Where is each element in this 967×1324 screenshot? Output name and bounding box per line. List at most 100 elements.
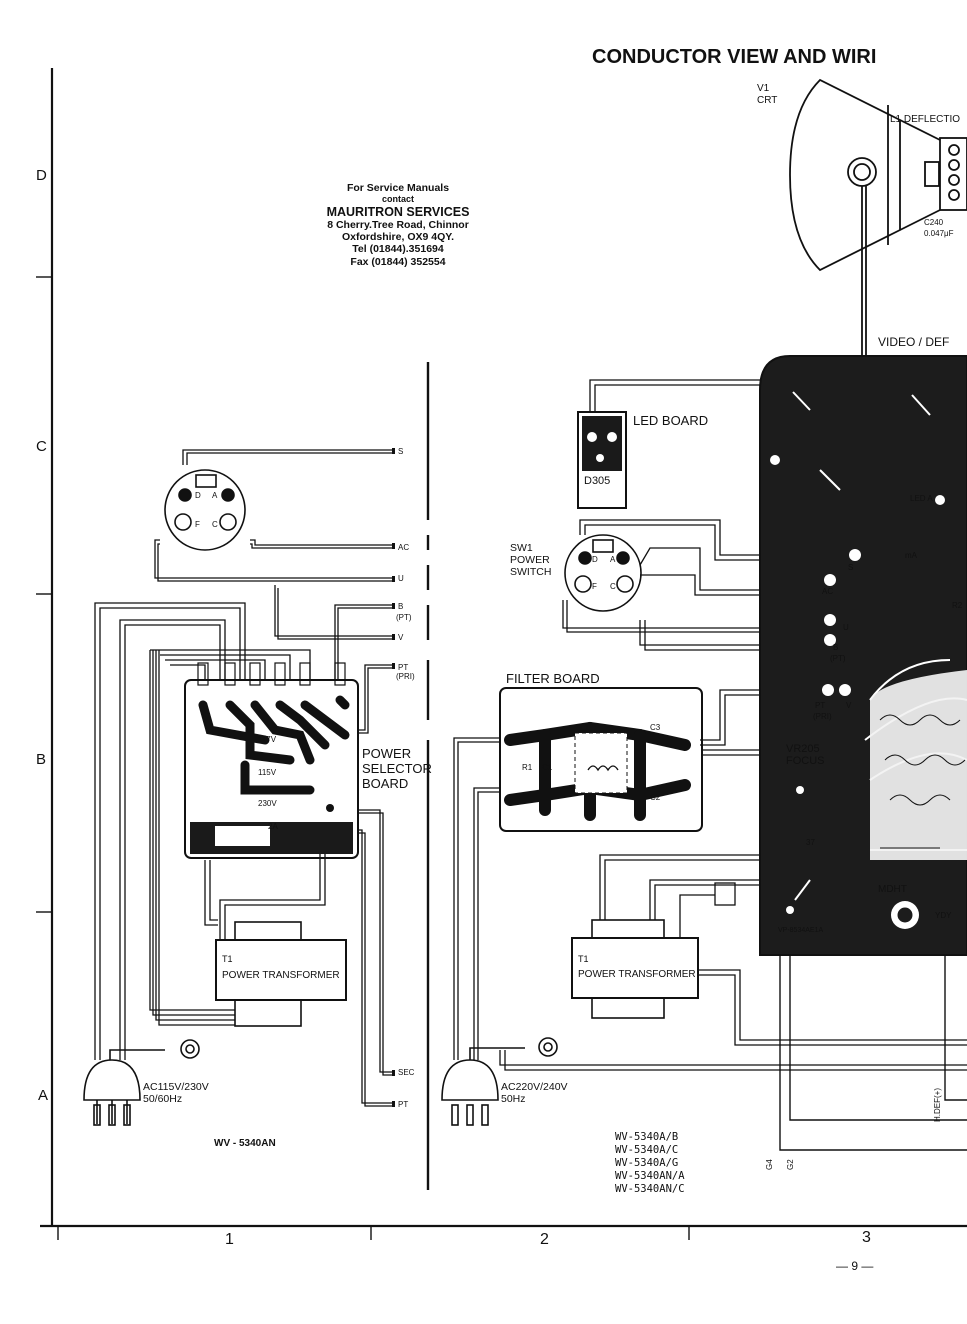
svg-text:F: F: [195, 520, 200, 529]
notice-line-3: MAURITRON SERVICES: [327, 205, 470, 219]
conn-v: V: [398, 633, 404, 642]
filter-wires: [453, 737, 770, 1060]
board-b: B: [833, 643, 838, 652]
video-board-label: VIDEO / DEF: [878, 335, 949, 349]
conn-ac: AC: [398, 543, 409, 552]
board-focus-2: FOCUS: [786, 755, 825, 767]
model-item: WV-5340A/G: [615, 1157, 678, 1169]
board-focus-1: VR205: [786, 743, 820, 755]
col-label-3: 3: [862, 1229, 871, 1246]
middle-ac-plug: [441, 1037, 558, 1126]
video-deflection-board: [759, 355, 967, 956]
svg-text:F: F: [592, 582, 597, 591]
notice-line-5: Oxfordshire, OX9 4QY.: [342, 231, 454, 243]
left-plug-rating-2: 50/60Hz: [143, 1093, 182, 1105]
sel-label-3: BOARD: [362, 776, 408, 791]
model-item: WV-5340A/C: [615, 1144, 678, 1156]
svg-text:A: A: [212, 491, 218, 500]
right-section: V1 CRT L1 DEFLECTIO C240 0.047μF VIDEO /…: [757, 78, 967, 1170]
filter-c1: C1: [542, 763, 553, 772]
left-model-label: WV - 5340AN: [214, 1138, 276, 1149]
board-pt: (PT): [830, 654, 846, 663]
left-plug-rating-1: AC115V/230V: [143, 1081, 209, 1093]
row-label-c: C: [36, 438, 47, 455]
board-u: U: [843, 623, 849, 632]
board-v: V: [846, 701, 852, 710]
left-section: D A F C: [83, 447, 432, 1149]
mid-t1-name: POWER TRANSFORMER: [578, 969, 696, 980]
board-s: S: [848, 563, 853, 572]
board-labels: LED A S AC U B (PT) PT (PRI) V mA R2 VR2…: [778, 494, 963, 934]
sel-label-2: SELECTOR: [362, 761, 432, 776]
frame: [36, 68, 967, 1240]
deflection-label: L1 DEFLECTIO: [890, 114, 960, 125]
board-ref-37: 37: [806, 838, 815, 847]
conn-s: S: [398, 447, 403, 456]
board-g4: G4: [765, 1159, 774, 1170]
lower-right-lines: [779, 955, 967, 1151]
svg-text:D: D: [195, 491, 201, 500]
left-power-switch: D A F C: [164, 469, 246, 551]
conn-pt2: PT: [398, 1100, 408, 1109]
row-label-a: A: [38, 1087, 48, 1104]
conn-u: U: [398, 574, 404, 583]
svg-text:A: A: [610, 555, 616, 564]
col-labels: 1 2 3: [225, 1229, 871, 1248]
middle-transformer-wires: [499, 854, 967, 1071]
notice-line-7: Fax (01844) 352554: [350, 256, 445, 268]
sel-fuse: 2A: [268, 822, 278, 831]
service-notice: For Service Manuals contact MAURITRON SE…: [327, 182, 470, 268]
filter-r1: R1: [522, 763, 533, 772]
board-ac: AC: [822, 587, 833, 596]
conn-sec: SEC: [398, 1068, 415, 1077]
middle-section: D305 LED BOARD D A F C SW1 POWER SWITCH: [441, 379, 967, 1195]
notice-line-2: contact: [382, 194, 414, 204]
conn-pt-sub: (PRI): [396, 672, 415, 681]
cap-ref: C240: [924, 218, 944, 227]
notice-line-1: For Service Manuals: [347, 182, 449, 194]
model-item: WV-5340AN/A: [615, 1170, 685, 1182]
row-label-b: B: [36, 751, 46, 768]
model-item: WV-5340AN/C: [615, 1183, 685, 1195]
crt-label-1: V1: [757, 83, 770, 94]
board-led-a: LED A: [910, 494, 933, 503]
crt-tube: [789, 78, 967, 360]
sel-label-1: POWER: [362, 746, 411, 761]
sel-117v: 117V: [258, 735, 277, 744]
filter-l1: L1: [580, 723, 589, 732]
board-ma: mA: [905, 551, 918, 560]
left-connectors: S AC U B (PT) V PT (PRI) SEC PT: [392, 447, 415, 1109]
notice-line-6: Tel (01844).351694: [352, 243, 444, 255]
filter-board: R1 C1 L1 C3 C2: [499, 687, 703, 832]
crt-label-2: CRT: [757, 95, 777, 106]
row-label-d: D: [36, 167, 47, 184]
sel-115v: 115V: [258, 768, 277, 777]
left-t1-label: T1: [222, 954, 233, 964]
filter-c2: C2: [650, 793, 661, 802]
conn-b: B: [398, 602, 403, 611]
power-selector-board: 117V 115V 230V 2A POWER SELECTOR BOARD: [184, 662, 432, 859]
switch-label-3: SWITCH: [510, 566, 551, 578]
left-ac-plug: [83, 1039, 200, 1126]
board-ydy: YDY: [935, 911, 952, 920]
page-number: — 9 —: [836, 1259, 873, 1273]
conn-b-sub: (PT): [396, 613, 412, 622]
board-pt-pri-1: PT: [815, 701, 825, 710]
filter-c3: C3: [650, 723, 661, 732]
mid-plug-rating-1: AC220V/240V: [501, 1081, 568, 1093]
filter-board-label: FILTER BOARD: [506, 671, 600, 686]
power-switch: D A F C: [564, 534, 642, 612]
board-r2: R2: [952, 601, 963, 610]
led-board-ref: D305: [584, 475, 610, 487]
led-board-label: LED BOARD: [633, 413, 708, 428]
svg-text:C: C: [212, 520, 218, 529]
left-t1-name: POWER TRANSFORMER: [222, 970, 340, 981]
board-mdht: MDHT: [878, 884, 907, 895]
led-wires: [589, 379, 770, 412]
col-label-1: 1: [225, 1231, 234, 1248]
conn-pt: PT: [398, 663, 408, 672]
svg-text:C: C: [610, 582, 616, 591]
switch-label-2: POWER: [510, 554, 550, 566]
notice-line-4: 8 Cherry.Tree Road, Chinnor: [327, 219, 469, 231]
